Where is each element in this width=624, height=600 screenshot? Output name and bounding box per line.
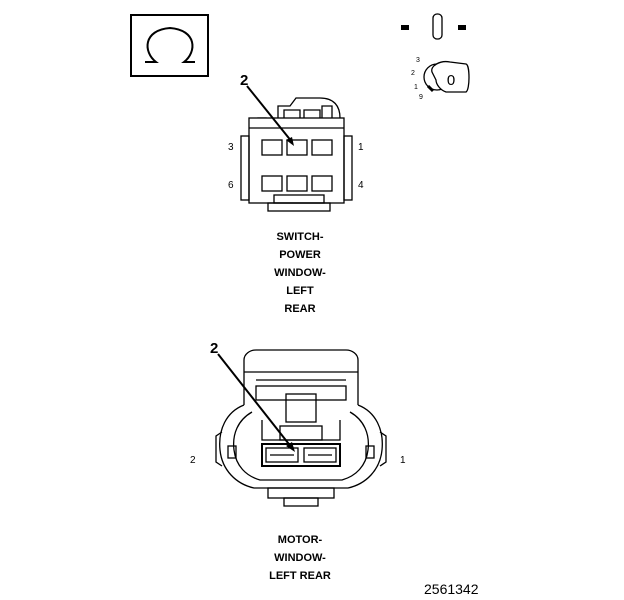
switch-pin-bottom-left: 6	[228, 180, 234, 191]
switch-label-line-2: POWER	[279, 249, 321, 261]
switch-label-line-1: SWITCH-	[276, 231, 323, 243]
switch-connector: 2 3 1 6 4	[228, 72, 364, 212]
ignition-pos-2: 2	[411, 70, 415, 77]
motor-connector: 2 2 1	[190, 340, 406, 507]
motor-connector-label: MOTOR- WINDOW- LEFT REAR	[269, 534, 331, 582]
ignition-pos-1: 1	[414, 84, 418, 91]
motor-label-line-2: WINDOW-	[274, 552, 326, 564]
switch-connector-label: SWITCH- POWER WINDOW- LEFT REAR	[274, 231, 326, 315]
switch-label-line-5: REAR	[284, 303, 315, 315]
switch-callout-number: 2	[240, 72, 248, 89]
ignition-key-label: 0	[447, 72, 455, 89]
switch-label-line-4: LEFT	[286, 285, 314, 297]
switch-pin-top-left: 3	[228, 142, 234, 153]
motor-callout-number: 2	[210, 340, 218, 357]
motor-label-line-1: MOTOR-	[278, 534, 323, 546]
motor-pin-right: 1	[400, 455, 406, 466]
ignition-off-icon: 0 3 2 1 9	[401, 13, 470, 101]
switch-pin-bottom-right: 4	[358, 180, 364, 191]
motor-pin-left: 2	[190, 455, 196, 466]
motor-label-line-3: LEFT REAR	[269, 570, 331, 582]
figure-number: 2561342	[424, 581, 479, 597]
ignition-pos-3: 3	[416, 57, 420, 64]
ignition-pos-9: 9	[419, 94, 423, 101]
switch-pin-top-right: 1	[358, 142, 364, 153]
ohmmeter-icon: Ω	[130, 14, 209, 77]
switch-label-line-3: WINDOW-	[274, 267, 326, 279]
